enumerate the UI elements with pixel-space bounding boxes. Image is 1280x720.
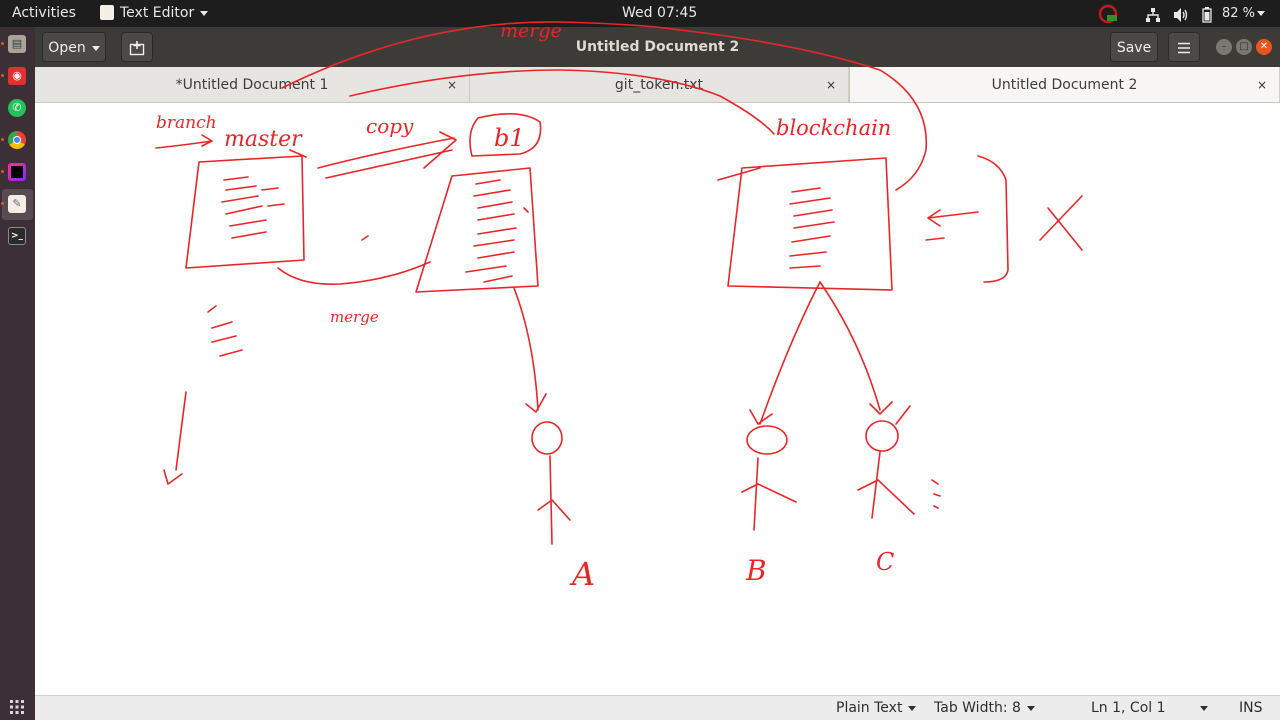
save-button[interactable]: Save xyxy=(1110,32,1158,62)
insert-mode-indicator[interactable]: INS xyxy=(1239,700,1263,716)
status-bar: Plain Text Tab Width: 8 Ln 1, Col 1 INS xyxy=(35,695,1280,720)
tab-untitled-document-1[interactable]: *Untitled Document 1 × xyxy=(35,67,470,102)
close-tab-icon[interactable]: × xyxy=(825,78,836,92)
menu-icon xyxy=(1178,42,1190,54)
tab-label: Untitled Document 2 xyxy=(991,77,1138,93)
whatsapp-icon[interactable]: ✆ xyxy=(8,99,26,117)
header-bar: Open Untitled Document 2 Save – □ ✕ xyxy=(35,27,1280,67)
chevron-down-icon xyxy=(200,10,209,16)
hamburger-menu-button[interactable] xyxy=(1168,32,1200,62)
new-document-icon xyxy=(129,41,145,56)
system-menu-chevron-icon[interactable] xyxy=(1257,0,1265,27)
tab-width-label: Tab Width: 8 xyxy=(934,700,1021,716)
tab-width-selector[interactable]: Tab Width: 8 xyxy=(934,696,1035,720)
planner-icon[interactable]: ◉ xyxy=(8,67,26,85)
dock: ▤ ◉ ✆ ✎ >_ xyxy=(0,27,35,720)
status-app-icon[interactable] xyxy=(1097,3,1119,24)
top-bar: Activities Text Editor Wed 07:45 82 % xyxy=(0,0,1280,27)
running-indicator xyxy=(1,74,4,77)
volume-icon[interactable] xyxy=(1173,6,1191,22)
grid-icon[interactable] xyxy=(10,699,24,714)
chevron-down-icon xyxy=(91,45,100,51)
tab-untitled-document-2[interactable]: Untitled Document 2 × xyxy=(849,67,1280,102)
text-editor-app-icon xyxy=(100,4,114,20)
maximize-button[interactable]: □ xyxy=(1236,39,1252,55)
close-window-button[interactable]: ✕ xyxy=(1256,39,1272,55)
tab-bar: *Untitled Document 1 × git_token.txt × U… xyxy=(35,67,1280,103)
activities-button[interactable]: Activities xyxy=(12,5,76,21)
jetbrains-icon[interactable] xyxy=(8,163,26,181)
clock[interactable]: Wed 07:45 xyxy=(622,5,698,21)
chevron-down-icon xyxy=(1026,705,1035,711)
chrome-icon[interactable] xyxy=(8,131,26,149)
network-icon[interactable] xyxy=(1145,6,1161,22)
chevron-down-icon xyxy=(908,705,917,711)
tab-label: *Untitled Document 1 xyxy=(175,77,329,93)
app-menu[interactable]: Text Editor xyxy=(100,0,209,27)
running-indicator xyxy=(1,202,4,205)
files-icon[interactable]: ▤ xyxy=(8,35,26,53)
tab-git-token[interactable]: git_token.txt × xyxy=(470,67,849,102)
new-document-button[interactable] xyxy=(121,32,153,62)
close-tab-icon[interactable]: × xyxy=(446,78,457,92)
running-indicator xyxy=(1,170,4,173)
language-label: Plain Text xyxy=(836,700,903,716)
language-selector[interactable]: Plain Text xyxy=(836,696,917,720)
running-indicator xyxy=(1,42,4,45)
text-editor-area[interactable] xyxy=(35,103,1280,695)
open-button[interactable]: Open xyxy=(42,32,106,62)
cursor-position-chevron[interactable] xyxy=(1200,696,1208,720)
battery-icon[interactable] xyxy=(1202,6,1212,23)
close-tab-icon[interactable]: × xyxy=(1256,78,1267,92)
chevron-down-icon xyxy=(1200,705,1208,711)
battery-percentage: 82 % xyxy=(1222,6,1256,21)
tab-label: git_token.txt xyxy=(614,77,704,93)
cursor-position-selector[interactable]: Ln 1, Col 1 xyxy=(1091,696,1166,720)
terminal-icon[interactable]: >_ xyxy=(8,227,26,245)
running-indicator xyxy=(1,138,4,141)
cursor-position-label: Ln 1, Col 1 xyxy=(1091,700,1166,716)
open-button-label: Open xyxy=(48,40,86,56)
document-title: Untitled Document 2 xyxy=(575,39,740,55)
app-menu-label: Text Editor xyxy=(120,5,195,21)
text-editor-icon[interactable]: ✎ xyxy=(8,195,26,213)
minimize-button[interactable]: – xyxy=(1216,39,1232,55)
